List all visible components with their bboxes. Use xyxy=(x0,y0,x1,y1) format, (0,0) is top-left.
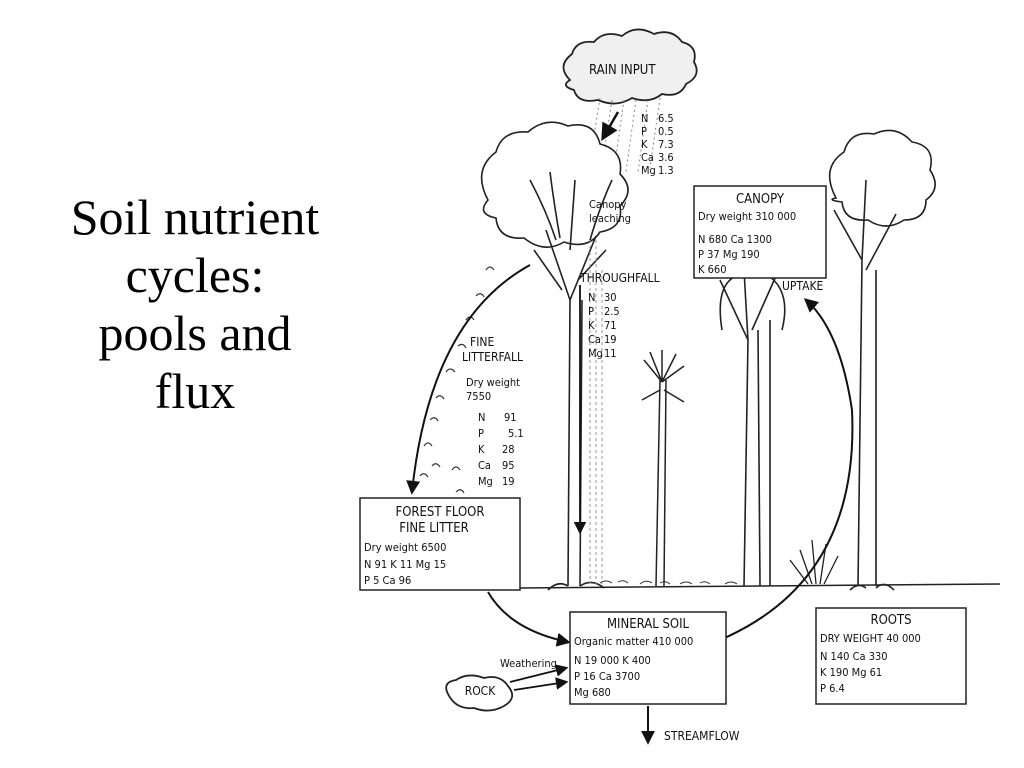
svg-text:N 91 K 11 Mg 15: N 91 K 11 Mg 15 xyxy=(364,558,446,571)
svg-text:95: 95 xyxy=(502,459,515,472)
svg-text:ROOTS: ROOTS xyxy=(870,613,911,628)
svg-text:N 19 000 K 400: N 19 000 K 400 xyxy=(574,654,651,667)
svg-text:P 37 Mg 190: P 37 Mg 190 xyxy=(698,248,760,261)
svg-text:P 6.4: P 6.4 xyxy=(820,682,845,695)
svg-text:P 5 Ca 96: P 5 Ca 96 xyxy=(364,574,411,587)
svg-text:Mg: Mg xyxy=(478,475,493,488)
weathering-label: Weathering xyxy=(500,657,557,670)
svg-text:71: 71 xyxy=(604,319,617,332)
litterfall-arrow xyxy=(406,264,531,495)
svg-text:K 190 Mg 61: K 190 Mg 61 xyxy=(820,666,882,679)
svg-text:Canopy: Canopy xyxy=(589,198,627,211)
svg-text:Mg: Mg xyxy=(588,347,603,360)
svg-text:Mg: Mg xyxy=(641,164,656,177)
svg-text:N 680 Ca 1300: N 680 Ca 1300 xyxy=(698,233,772,246)
svg-text:P 16 Ca 3700: P 16 Ca 3700 xyxy=(574,670,640,683)
svg-text:leaching: leaching xyxy=(589,212,631,225)
svg-text:Dry weight 6500: Dry weight 6500 xyxy=(364,541,446,554)
litterfall-values: N 91 P 5.1 K 28 Ca 95 Mg 19 xyxy=(478,411,524,488)
title-line-1: Soil nutrient xyxy=(70,189,320,245)
svg-text:7550: 7550 xyxy=(466,390,491,403)
svg-text:5.1: 5.1 xyxy=(508,427,524,440)
svg-text:K: K xyxy=(478,443,485,456)
title-line-3: pools and xyxy=(98,305,292,361)
uptake-arrow xyxy=(719,298,854,641)
svg-text:7.3: 7.3 xyxy=(658,138,674,151)
svg-text:P: P xyxy=(478,427,484,440)
svg-text:19: 19 xyxy=(604,333,617,346)
canopy-leaching: Canopy leaching xyxy=(589,198,631,225)
small-palm xyxy=(641,350,685,587)
svg-text:P: P xyxy=(641,125,647,138)
litterfall-label-2: LITTERFALL xyxy=(462,350,523,364)
throughfall-lines xyxy=(589,240,603,584)
svg-text:P: P xyxy=(588,305,594,318)
throughfall-label: THROUGHFALL xyxy=(579,271,660,285)
rock: ROCK xyxy=(445,674,514,712)
svg-text:91: 91 xyxy=(504,411,517,424)
streamflow-label: STREAMFLOW xyxy=(664,729,740,743)
svg-text:0.5: 0.5 xyxy=(658,125,674,138)
svg-text:K: K xyxy=(588,319,595,332)
svg-text:N: N xyxy=(588,291,595,304)
svg-text:Dry weight: Dry weight xyxy=(466,376,520,389)
litterfall-label-1: FINE xyxy=(470,335,494,349)
svg-text:N: N xyxy=(641,112,648,125)
uptake-label: UPTAKE xyxy=(782,279,824,293)
svg-text:N: N xyxy=(478,411,485,424)
forest-floor-box: FOREST FLOOR FINE LITTER Dry weight 6500… xyxy=(359,497,521,591)
svg-text:K: K xyxy=(641,138,648,151)
svg-text:Dry weight 310 000: Dry weight 310 000 xyxy=(698,210,796,223)
grass-tuft xyxy=(789,539,839,585)
svg-text:Ca: Ca xyxy=(588,333,601,346)
roots-box: ROOTS DRY WEIGHT 40 000 N 140 Ca 330 K 1… xyxy=(815,607,967,705)
svg-text:FINE LITTER: FINE LITTER xyxy=(399,521,469,536)
title-line-2: cycles: xyxy=(125,247,265,303)
svg-text:28: 28 xyxy=(502,443,515,456)
tree-right-middle xyxy=(719,269,786,587)
slide-title: Soil nutrient cycles: pools and flux xyxy=(40,188,350,420)
rock-label: ROCK xyxy=(465,684,497,698)
litterfall-text: FINE LITTERFALL Dry weight 7550 xyxy=(462,335,523,403)
svg-text:1.3: 1.3 xyxy=(658,164,674,177)
mineral-soil-box: MINERAL SOIL Organic matter 410 000 N 19… xyxy=(569,611,727,705)
svg-text:Ca: Ca xyxy=(478,459,491,472)
canopy-box: CANOPY Dry weight 310 000 N 680 Ca 1300 … xyxy=(693,185,827,279)
svg-text:N 140 Ca 330: N 140 Ca 330 xyxy=(820,650,888,663)
rain-streaks xyxy=(589,97,661,173)
svg-text:DRY WEIGHT 40 000: DRY WEIGHT 40 000 xyxy=(820,632,921,645)
svg-text:19: 19 xyxy=(502,475,515,488)
svg-text:3.6: 3.6 xyxy=(658,151,674,164)
svg-text:2.5: 2.5 xyxy=(604,305,620,318)
svg-text:K 660: K 660 xyxy=(698,263,727,276)
svg-text:Ca: Ca xyxy=(641,151,654,164)
rain-input-label: RAIN INPUT xyxy=(589,63,656,78)
tree-right-tall xyxy=(828,129,936,591)
canopy-label: CANOPY xyxy=(736,192,785,207)
svg-text:Organic matter 410 000: Organic matter 410 000 xyxy=(574,635,693,648)
decomposition-arrow xyxy=(487,591,571,647)
weathering-arrow-1 xyxy=(509,664,569,683)
weathering-arrow-2 xyxy=(513,677,569,691)
ground-litter xyxy=(599,580,738,585)
svg-text:MINERAL SOIL: MINERAL SOIL xyxy=(607,617,690,632)
svg-text:11: 11 xyxy=(604,347,617,360)
rain-cloud: RAIN INPUT xyxy=(562,28,698,105)
rain-arrow xyxy=(601,111,620,142)
svg-text:30: 30 xyxy=(604,291,617,304)
title-line-4: flux xyxy=(154,363,236,419)
svg-text:6.5: 6.5 xyxy=(658,112,674,125)
tree-left xyxy=(480,121,629,591)
svg-text:Mg 680: Mg 680 xyxy=(574,686,611,699)
svg-text:FOREST FLOOR: FOREST FLOOR xyxy=(395,505,484,520)
